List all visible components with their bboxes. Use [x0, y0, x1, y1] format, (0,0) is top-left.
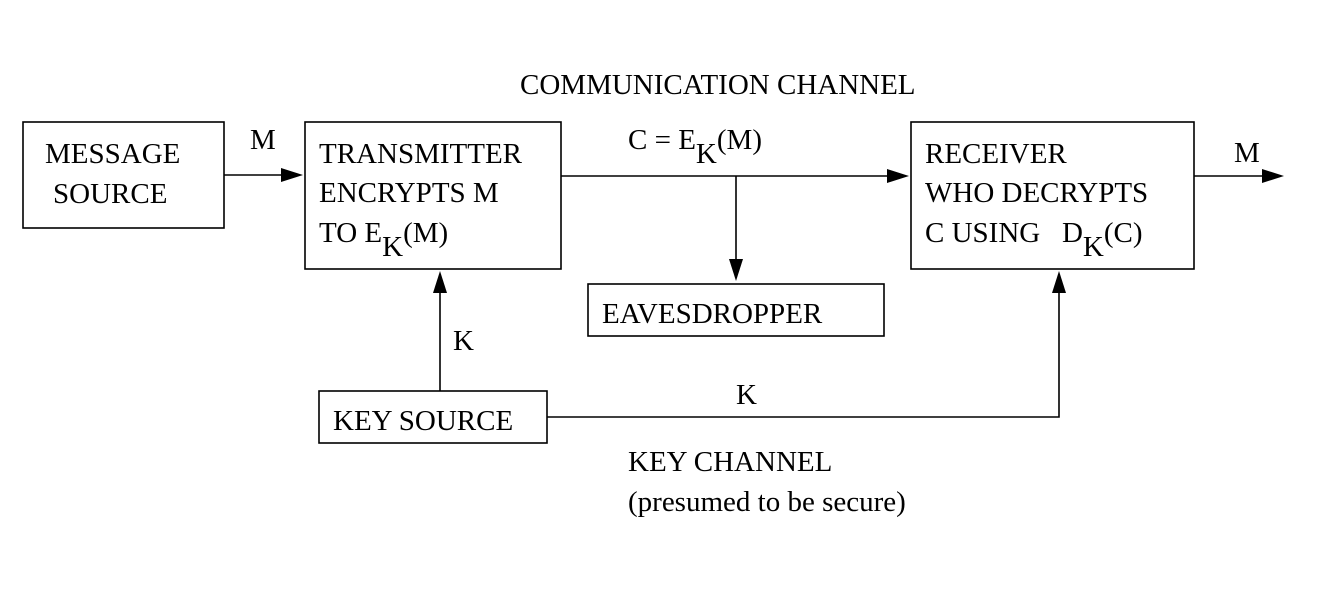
key-to-receiver-arrow [547, 271, 1066, 418]
transmitter-line3-suffix: (M) [403, 217, 448, 249]
key-to-receiver-label: K [736, 379, 757, 411]
key-to-transmitter-label: K [453, 325, 474, 357]
channel-arrow [561, 169, 909, 183]
ciphertext-label: C = EK(M) [628, 124, 762, 170]
receiver-line2: WHO DECRYPTS [925, 177, 1148, 209]
receiver-line1: RECEIVER [925, 138, 1067, 170]
key-source-box: KEY SOURCE [318, 390, 548, 444]
transmitter-line2: ENCRYPTS M [319, 177, 499, 209]
message-in-label: M [250, 124, 276, 156]
eavesdropper-arrow [729, 176, 743, 281]
message-source-line1: MESSAGE [45, 138, 180, 170]
output-arrow [1194, 169, 1284, 183]
message-out-label: M [1234, 137, 1260, 169]
transmitter-line3: TO EK(M) [319, 217, 448, 263]
key-to-transmitter-arrow [433, 271, 447, 391]
ciphertext-suffix: (M) [717, 124, 762, 156]
transmitter-line1: TRANSMITTER [319, 138, 523, 170]
receiver-line3-suffix: (C) [1104, 217, 1143, 249]
message-source-line2: SOURCE [53, 178, 167, 210]
communication-channel-label: COMMUNICATION CHANNEL [520, 69, 916, 101]
eavesdropper-box: EAVESDROPPER [587, 283, 885, 337]
transmitter-line3-subscript: K [382, 231, 403, 263]
key-source-label: KEY SOURCE [333, 405, 513, 437]
ciphertext-subscript: K [696, 138, 717, 170]
message-arrow [224, 168, 303, 182]
transmitter-box: TRANSMITTER ENCRYPTS M TO EK(M) [304, 121, 562, 270]
key-channel-label: KEY CHANNEL [628, 446, 832, 478]
receiver-line3: C USING DK(C) [925, 217, 1143, 263]
ciphertext-prefix: C = E [628, 124, 696, 156]
eavesdropper-label: EAVESDROPPER [602, 298, 823, 330]
transmitter-line3-prefix: TO E [319, 217, 382, 249]
message-source-box: MESSAGE SOURCE [22, 121, 225, 229]
receiver-line3-prefix: C USING D [925, 217, 1083, 249]
receiver-line3-subscript: K [1083, 231, 1104, 263]
receiver-box: RECEIVER WHO DECRYPTS C USING DK(C) [910, 121, 1195, 270]
key-channel-note: (presumed to be secure) [628, 486, 906, 518]
